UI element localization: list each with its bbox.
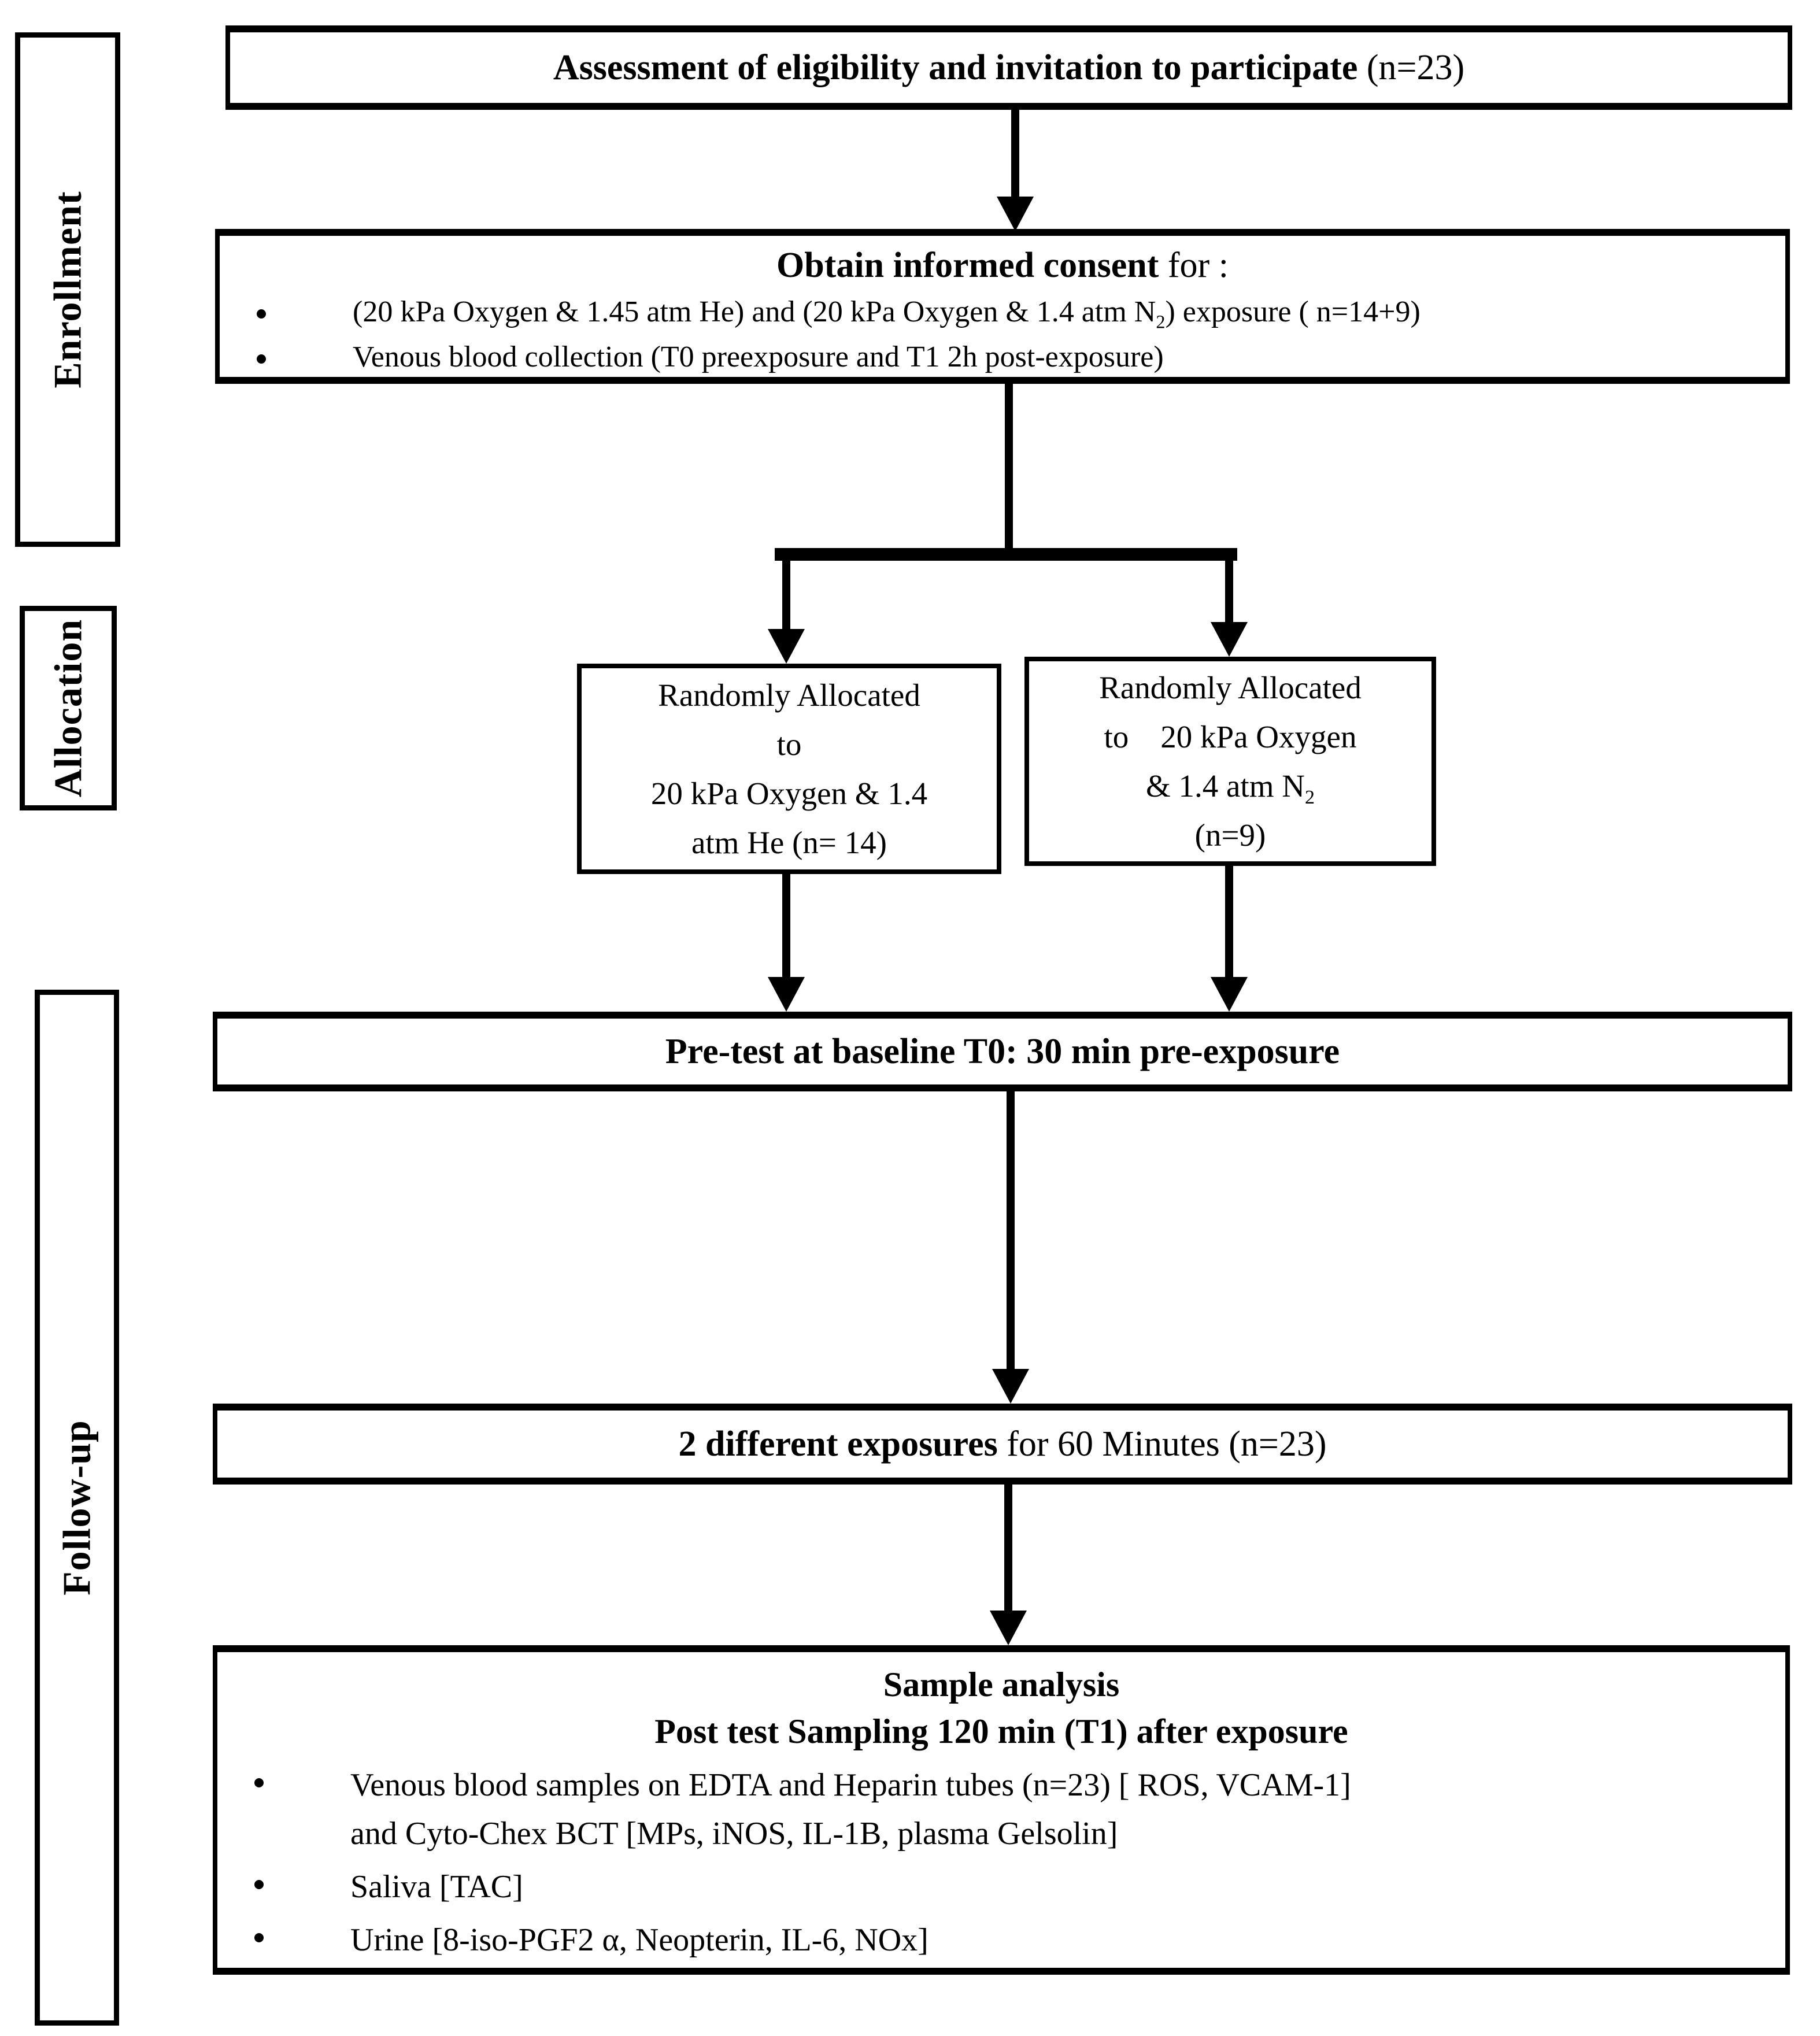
arrow-exposures-to-sample-shaft [1004,1483,1012,1612]
text-line: to 20 kPa Oxygen [1104,719,1357,754]
arrow-split-to-helium-head [768,629,805,664]
arrow-split-to-nitrogen-head [1211,622,1248,657]
arrow-pretest-to-exposures-head [992,1369,1029,1404]
exposures-text: 2 different exposures for 60 Minutes (n=… [678,1424,1327,1464]
box-allocation-helium: Randomly Allocated to 20 kPa Oxygen & 1.4 a… [577,664,1001,874]
box-eligibility: Assessment of eligibility and invitation… [225,25,1792,110]
text-line: & 1.4 atm N2 [1145,768,1315,808]
connector-stem [1005,383,1013,555]
pretest-text: Pre-test at baseline T0: 30 min pre-expo… [665,1031,1340,1071]
bullet-text: (20 kPa Oxygen & 1.45 atm He) and (20 kP… [353,295,1421,332]
bullet-item: Saliva [TAC] [250,1863,1785,1911]
eligibility-text: Assessment of eligibility and invitation… [553,47,1465,87]
arrow-eligibility-to-consent-head [997,197,1034,231]
stage-label-followup: Follow-up [54,1420,99,1596]
consent-heading: Obtain informed consent for : [776,246,1229,285]
stage-label-allocation: Allocation [46,619,90,798]
bullet-dot [254,1933,264,1942]
bullet-item: Venous blood samples on EDTA and Heparin… [250,1761,1785,1858]
stage-label-enrollment: Enrollment [45,191,90,388]
bullet-text: Venous blood samples on EDTA and Heparin… [350,1767,1351,1852]
arrow-nitrogen-to-pretest-head [1211,977,1248,1012]
text-line: 20 kPa Oxygen & 1.4 [650,776,928,811]
stage-box-allocation: Allocation [20,606,117,810]
arrow-eligibility-to-consent-shaft [1011,109,1019,199]
stage-box-followup: Follow-up [35,990,119,2026]
arrow-exposures-to-sample-head [990,1611,1027,1645]
sample-analysis-bullet-list: Venous blood samples on EDTA and Heparin… [217,1761,1785,1964]
text-line: Randomly Allocated [658,677,920,713]
box-exposures: 2 different exposures for 60 Minutes (n=… [213,1404,1792,1485]
arrow-helium-to-pretest-head [768,977,805,1012]
bullet-text: Saliva [TAC] [350,1869,523,1905]
bullet-dot [257,354,266,364]
consent-bullet-list: (20 kPa Oxygen & 1.45 atm He) and (20 kP… [220,292,1785,377]
bullet-dot [257,309,266,319]
bullet-dot [254,1778,264,1787]
text-line: (n=9) [1194,817,1266,853]
text-line: Post test Sampling 120 min (T1) after ex… [654,1712,1348,1750]
bullet-text: Venous blood collection (T0 preexposure … [353,340,1164,374]
bullet-item: (20 kPa Oxygen & 1.45 atm He) and (20 kP… [252,292,1785,332]
bullet-dot [254,1880,264,1889]
arrow-pretest-to-exposures-shaft [1007,1090,1015,1370]
arrow-split-to-helium-shaft [782,560,790,630]
stage-box-enrollment: Enrollment [15,32,120,547]
text-line: Sample analysis [883,1665,1120,1704]
arrow-split-to-nitrogen-shaft [1225,560,1233,623]
text-line: to [776,726,802,762]
arrow-helium-to-pretest-shaft [782,873,790,978]
connector-split-bar [775,548,1237,561]
arrow-nitrogen-to-pretest-shaft [1225,865,1233,978]
bullet-item: Urine [8-iso-PGF2 α, Neopterin, IL-6, NO… [250,1916,1785,1964]
box-consent: Obtain informed consent for : (20 kPa Ox… [215,229,1790,384]
bullet-text: Urine [8-iso-PGF2 α, Neopterin, IL-6, NO… [350,1922,929,1958]
box-pretest: Pre-test at baseline T0: 30 min pre-expo… [213,1012,1792,1091]
text-line: atm He (n= 14) [691,825,887,861]
text-line: Randomly Allocated [1099,669,1362,705]
box-allocation-nitrogen: Randomly Allocated to 20 kPa Oxygen & 1.4 … [1024,657,1436,866]
bullet-item: Venous blood collection (T0 preexposure … [252,337,1785,377]
